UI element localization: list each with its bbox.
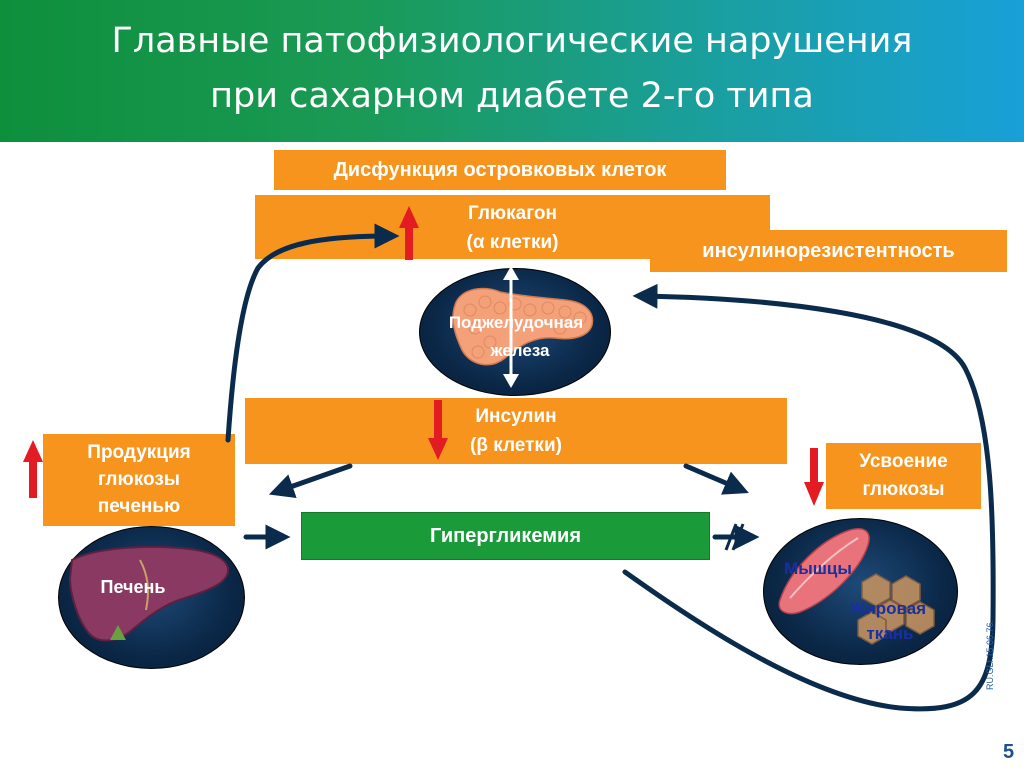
red-up-arrow-liver	[23, 440, 43, 498]
liver-production-line-1: Продукция	[87, 442, 191, 463]
glucose-uptake-line-1: Усвоение	[859, 451, 948, 472]
insulin-box: Инсулин (β клетки)	[245, 398, 787, 464]
title-line-2: при сахарном диабете 2-го типа	[210, 76, 814, 116]
insulin-to-muscle-arrow	[683, 463, 749, 495]
hyperglycemia-label: Гипергликемия	[429, 525, 581, 547]
liver-production-line-2: глюкозы	[97, 469, 181, 490]
blocked-marker	[724, 523, 745, 551]
liver-glucose-production-box: Продукция глюкозы печенью	[43, 434, 235, 526]
insulin-label: Инсулин	[475, 406, 557, 427]
glucose-uptake-line-2: глюкозы	[862, 479, 945, 500]
glucagon-cells-label: (α клетки)	[466, 232, 559, 253]
document-code: RU.GLI.15.06.76.	[985, 619, 995, 690]
liver-production-line-3: печенью	[97, 496, 181, 517]
islet-dysfunction-box: Дисфункция островковых клеток	[274, 150, 726, 190]
page-number: 5	[1003, 741, 1015, 763]
slide-title: Главные патофизиологические нарушения пр…	[0, 14, 1024, 124]
glucagon-label: Глюкагон	[468, 203, 557, 224]
islet-dysfunction-label: Дисфункция островковых клеток	[333, 159, 667, 181]
red-down-arrow-uptake	[804, 448, 824, 506]
insulin-resistance-label: инсулинорезистентность	[702, 240, 955, 262]
title-line-1: Главные патофизиологические нарушения	[111, 21, 913, 61]
insulin-to-liver-arrow	[268, 463, 353, 498]
glucose-uptake-box: Усвоение глюкозы	[826, 443, 981, 509]
insulin-resistance-box: инсулинорезистентность	[650, 230, 1007, 272]
hyperglycemia-box: Гипергликемия	[301, 512, 710, 560]
insulin-cells-label: (β клетки)	[470, 435, 562, 456]
title-bar: Главные патофизиологические нарушения пр…	[0, 0, 1024, 142]
pancreas-ellipse	[419, 268, 611, 396]
muscle-fat-ellipse	[763, 518, 958, 665]
liver-ellipse	[58, 526, 245, 669]
